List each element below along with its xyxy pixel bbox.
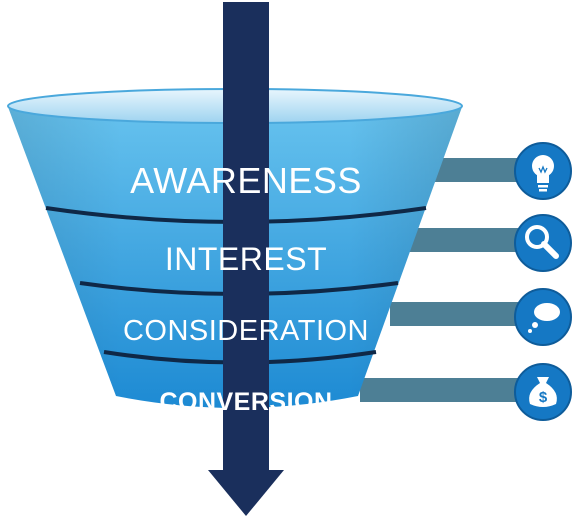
arrow-shaft bbox=[223, 2, 269, 472]
connector-bar-interest bbox=[400, 228, 532, 252]
stage-label-consideration: CONSIDERATION bbox=[123, 315, 369, 347]
arrow-head bbox=[208, 470, 284, 516]
stage-label-interest: INTEREST bbox=[165, 241, 327, 277]
connector-bar-consideration bbox=[390, 302, 532, 326]
magnifier-icon bbox=[514, 214, 572, 272]
connector-bar-conversion bbox=[360, 378, 532, 402]
stage-label-conversion: CONVERSION bbox=[159, 388, 332, 416]
money-bag-icon: $ bbox=[514, 363, 572, 421]
lightbulb-icon bbox=[514, 142, 572, 200]
stage-label-awareness: AWARENESS bbox=[130, 160, 362, 201]
svg-text:$: $ bbox=[539, 389, 548, 406]
speech-bubble-icon bbox=[514, 288, 572, 346]
